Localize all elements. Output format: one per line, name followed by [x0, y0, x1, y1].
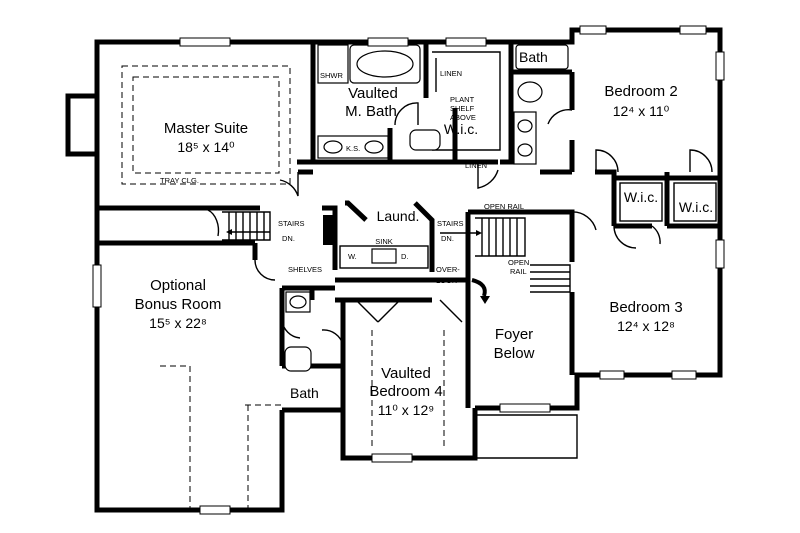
stairs-right-2: DN. [441, 234, 454, 243]
washer-label: W. [348, 252, 357, 261]
stairs-left-1: STAIRS [278, 219, 305, 228]
bedroom-2-label: Bedroom 2 [604, 83, 677, 100]
bedroom-3-dim: 12⁴ x 12⁸ [617, 318, 675, 334]
vaulted-m-bath-label-1: Vaulted [348, 85, 398, 102]
laundry-label: Laund. [377, 208, 420, 224]
open-rail-side-1: OPEN [508, 258, 529, 267]
bedroom-4-dim: 11⁰ x 12⁹ [378, 402, 435, 418]
plant-shelf-3: ABOVE [450, 113, 476, 122]
wic-b3-a-label: W.i.c. [624, 189, 658, 205]
vaulted-m-bath-label-2: M. Bath [345, 103, 397, 120]
bonus-room-label-1: Optional [150, 277, 206, 294]
bedroom-4-label-2: Bedroom 4 [369, 383, 442, 400]
master-suite-label: Master Suite [164, 120, 248, 137]
open-rail-side-2: RAIL [510, 267, 527, 276]
ks-label: K.S. [346, 144, 360, 153]
plant-shelf-2: SHELF [450, 104, 475, 113]
stairs-right [475, 217, 571, 293]
stairs-right-1: STAIRS [437, 219, 464, 228]
overlook-1: OVER- [436, 265, 460, 274]
open-rail-top-label: OPEN RAIL [484, 202, 524, 211]
linen-top-label: LINEN [440, 69, 462, 78]
room-labels: Master Suite 18⁵ x 14⁰ TRAY CLG. Vaulted… [135, 49, 713, 418]
bath-top-label: Bath [519, 49, 548, 65]
bonus-room-label-2: Bonus Room [135, 296, 222, 313]
bedroom-4-label-1: Vaulted [381, 365, 431, 382]
wic-master-label: W.i.c. [444, 121, 478, 137]
bath-lower-label: Bath [290, 385, 319, 401]
linen-hall-label: LINEN [465, 161, 487, 170]
shelves-label: SHELVES [288, 265, 322, 274]
bedroom-2-dim: 12⁴ x 11⁰ [613, 103, 670, 119]
tray-ceiling-label: TRAY CLG. [160, 176, 199, 185]
stairs-left [222, 211, 271, 241]
bedroom-3-label: Bedroom 3 [609, 299, 682, 316]
overlook-2: LOOK [436, 276, 457, 285]
plant-shelf-1: PLANT [450, 95, 475, 104]
foyer-label-2: Below [494, 345, 535, 362]
windows [92, 25, 725, 515]
master-suite-dim: 18⁵ x 14⁰ [177, 139, 235, 155]
bonus-room-dim: 15⁵ x 22⁸ [149, 315, 207, 331]
detail-lines [121, 51, 717, 510]
fixtures [284, 44, 569, 372]
sink-label: SINK [375, 237, 393, 246]
chase-post [323, 215, 335, 245]
wic-b3-b-label: W.i.c. [679, 199, 713, 215]
dryer-label: D. [401, 252, 409, 261]
doors [207, 102, 713, 346]
stairs-left-2: DN. [282, 234, 295, 243]
shower-label: SHWR [320, 71, 343, 80]
foyer-label-1: Foyer [495, 326, 533, 343]
